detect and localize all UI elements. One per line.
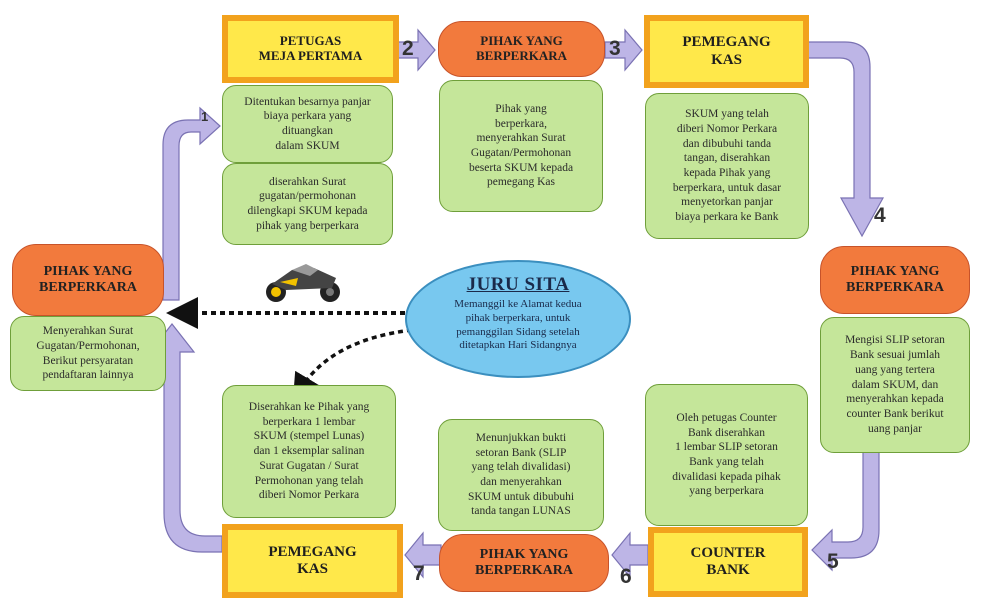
step-number-4: 4 [874,204,886,227]
arrow-4 [807,41,885,238]
note-menyerahkan-surat: Menyerahkan Surat Gugatan/Permohonan, Be… [10,316,166,391]
note-counter-bank: Oleh petugas Counter Bank diserahkan 1 l… [645,384,808,526]
counter-bank-box: COUNTER BANK [648,527,808,597]
step-number-3: 3 [609,37,621,60]
juru-sita-description: Memanggil ke Alamat kedua pihak berperka… [454,298,582,352]
pemegang-kas-top-box: PEMEGANG KAS [644,15,809,88]
note-surat-gugatan: diserahkan Surat gugatan/permohonan dile… [222,163,393,245]
note-menyerahkan-kas: Pihak yang berperkara, menyerahkan Surat… [439,80,603,212]
note-panjar: Ditentukan besarnya panjar biaya perkara… [222,85,393,163]
step-number-1: 1 [201,109,209,124]
arrow-2 [397,28,436,72]
motorcycle-icon [266,264,340,302]
step-number-2: 2 [402,37,414,60]
juru-sita-title: JURU SITA [466,274,570,295]
note-skum-lunas: Diserahkan ke Pihak yang berperkara 1 le… [222,385,396,518]
note-bukti-setoran: Menunjukkan bukti setoran Bank (SLIP yan… [438,419,604,531]
pihak-yang-berperkara-right: PIHAK YANG BERPERKARA [820,246,970,314]
pihak-yang-berperkara-top: PIHAK YANG BERPERKARA [438,21,605,77]
petugas-meja-pertama-box: PETUGAS MEJA PERTAMA [222,15,399,83]
arrow-5 [811,451,880,572]
note-slip-setoran: Mengisi SLIP setoran Bank sesuai jumlah … [820,317,970,453]
pihak-yang-berperkara-left: PIHAK YANG BERPERKARA [12,244,164,316]
dotted-arrow-down [292,328,413,403]
pihak-yang-berperkara-bottom: PIHAK YANG BERPERKARA [439,534,609,592]
arrow-7 [404,531,442,579]
juru-sita-oval: JURU SITA Memanggil ke Alamat kedua piha… [405,260,631,378]
arrow-1 [147,106,221,301]
pemegang-kas-bottom-box: PEMEGANG KAS [222,524,403,598]
step-number-7: 7 [413,562,425,585]
arrow-6 [611,531,649,579]
note-skum-nomor: SKUM yang telah diberi Nomor Perkara dan… [645,93,809,239]
step-number-5: 5 [827,550,839,573]
arrow-3 [604,28,643,72]
step-number-6: 6 [620,565,632,588]
